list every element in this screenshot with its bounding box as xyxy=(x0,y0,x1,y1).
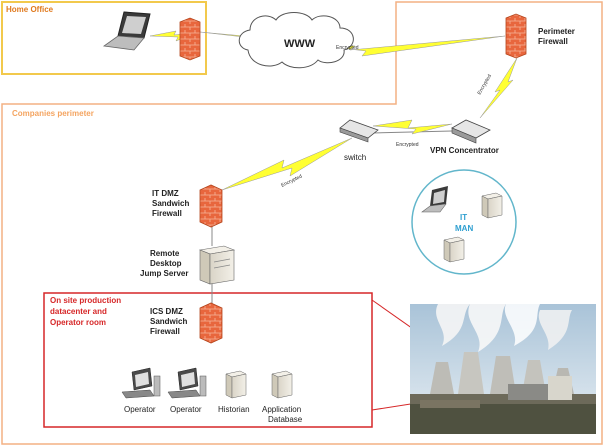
lightning-www-perimeter xyxy=(199,31,506,57)
home-office-label: Home Office xyxy=(6,5,54,14)
operator-2-workstation-icon xyxy=(167,367,207,399)
home-office-zone xyxy=(1,1,207,75)
application-database-server-icon xyxy=(271,370,293,399)
it-dmz-firewall-icon xyxy=(199,184,223,228)
lightning-switch-vpn xyxy=(372,119,453,135)
perimeter-firewall-label-1: Perimeter xyxy=(538,27,575,36)
operator-1-workstation-icon xyxy=(121,367,161,399)
application-database-label-1: Application xyxy=(262,405,301,414)
lightning-perimeter-vpn xyxy=(479,57,518,119)
jump-server-label-3: Jump Server xyxy=(140,269,188,278)
historian-label: Historian xyxy=(218,405,250,414)
encrypted-label-www: Encrypted xyxy=(336,45,359,51)
vpn-concentrator-label: VPN Concentrator xyxy=(430,146,499,155)
laptop-icon xyxy=(102,11,151,51)
operator-2-label: Operator xyxy=(170,405,202,414)
switch-label: switch xyxy=(344,153,366,162)
switch-icon xyxy=(339,119,379,143)
onsite-label-line-2: datacenter and xyxy=(50,307,107,316)
www-label: WWW xyxy=(284,38,316,50)
www-cloud xyxy=(238,12,354,69)
onsite-label-line-3: Operator room xyxy=(50,318,106,327)
it-dmz-firewall-label-2: Sandwich xyxy=(152,199,189,208)
power-plant-photo xyxy=(410,304,596,434)
ics-dmz-firewall-label-2: Sandwich xyxy=(150,317,187,326)
perimeter-firewall-label-2: Firewall xyxy=(538,37,568,46)
ics-dmz-firewall-icon xyxy=(199,302,223,344)
ics-dmz-firewall-label-3: Firewall xyxy=(150,327,180,336)
encrypted-label-switch: Encrypted xyxy=(396,142,419,148)
application-database-label-2: Database xyxy=(268,415,303,424)
it-man-zone xyxy=(411,169,517,275)
operator-1-label: Operator xyxy=(124,405,156,414)
it-man-laptop-icon xyxy=(421,186,448,213)
home-office-firewall-icon xyxy=(179,17,201,61)
it-man-server-icon-2 xyxy=(443,236,465,263)
it-man-label-1: IT xyxy=(460,213,467,222)
jump-server-label-1: Remote xyxy=(150,249,180,258)
it-man-server-icon-1 xyxy=(481,192,503,219)
ics-dmz-firewall-label-1: ICS DMZ xyxy=(150,307,183,316)
onsite-label-line-1: On site production xyxy=(50,296,121,305)
companies-perimeter-label: Companies perimeter xyxy=(12,109,94,118)
jump-server-icon xyxy=(198,245,236,285)
encrypted-label-perimeter: Encrypted xyxy=(477,73,494,96)
it-dmz-firewall-label-1: IT DMZ xyxy=(152,189,179,198)
jump-server-label-2: Desktop xyxy=(150,259,182,268)
vpn-concentrator-icon xyxy=(451,119,491,144)
encrypted-label-itdmz: Encrypted xyxy=(280,173,303,188)
link-switch-vpn xyxy=(371,130,453,134)
onsite-zone xyxy=(43,292,373,428)
historian-server-icon xyxy=(225,370,247,399)
it-dmz-firewall-label-3: Firewall xyxy=(152,209,182,218)
lightning-itdmz-switch xyxy=(221,137,353,191)
perimeter-firewall-icon xyxy=(505,13,527,59)
it-man-label-2: MAN xyxy=(455,224,473,233)
